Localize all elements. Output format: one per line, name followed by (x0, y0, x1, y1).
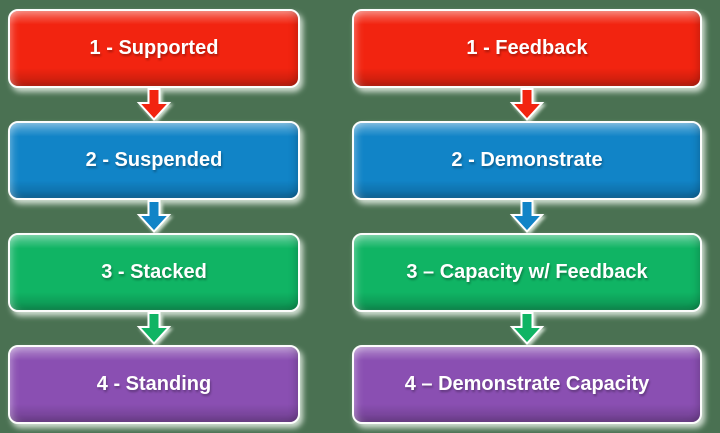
step-box-label: 2 - Demonstrate (451, 149, 603, 171)
step-box-supported: 1 - Supported (8, 9, 300, 88)
step-box-label: 3 – Capacity w/ Feedback (406, 261, 648, 283)
down-arrow-icon (8, 312, 300, 345)
step-box-label: 3 - Stacked (101, 261, 207, 283)
down-arrow-icon (8, 200, 300, 233)
step-box-label: 2 - Suspended (85, 149, 223, 171)
step-box-standing: 4 - Standing (8, 345, 300, 424)
down-arrow-icon (352, 312, 702, 345)
column-left: 1 - Supported 2 - Suspended 3 - Stacked … (8, 0, 300, 424)
down-arrow-icon (352, 88, 702, 121)
step-box-capacity-w-feedback: 3 – Capacity w/ Feedback (352, 233, 702, 312)
column-right: 1 - Feedback 2 - Demonstrate 3 – Capacit… (352, 0, 702, 424)
step-box-stacked: 3 - Stacked (8, 233, 300, 312)
down-arrow-icon (352, 200, 702, 233)
step-box-suspended: 2 - Suspended (8, 121, 300, 200)
step-box-label: 4 - Standing (96, 373, 212, 395)
down-arrow-icon (8, 88, 300, 121)
step-box-label: 4 – Demonstrate Capacity (404, 373, 650, 395)
step-box-demonstrate: 2 - Demonstrate (352, 121, 702, 200)
step-box-label: 1 - Supported (89, 37, 219, 59)
step-box-feedback: 1 - Feedback (352, 9, 702, 88)
step-box-demonstrate-capacity: 4 – Demonstrate Capacity (352, 345, 702, 424)
step-box-label: 1 - Feedback (466, 37, 588, 59)
